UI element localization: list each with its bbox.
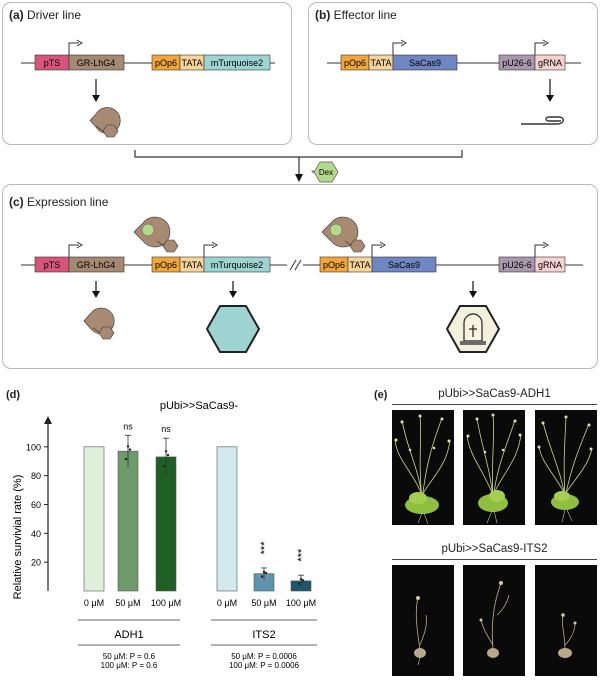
category-label: 50 μM [251, 598, 276, 608]
data-point [162, 465, 166, 468]
pop6-label-2: pOp6 [323, 260, 345, 270]
y-tick-label: 80 [31, 471, 41, 481]
promoter-arrow-2 [534, 42, 545, 55]
bound-activator-icon-2 [321, 216, 366, 253]
data-point [164, 450, 168, 453]
pop6-label: pOp6 [344, 58, 366, 68]
category-label: 50 μM [115, 598, 140, 608]
bound-activator-icon-1 [133, 216, 179, 253]
panel-c-expression-line: (c) Expression line pTS GR-LhG4 pOp6 TAT… [2, 184, 598, 369]
pts-label: pTS [44, 58, 61, 68]
data-point [264, 571, 268, 575]
data-point [126, 445, 130, 448]
category-label: 0 μM [217, 598, 237, 608]
grna-icon [521, 116, 564, 125]
panel-a-driver-line: (a) Driver line pTS GR-LhG4 pOp6 TATA mT… [2, 2, 292, 145]
significance-label: *** [259, 541, 271, 555]
promoter-arrow [392, 42, 403, 55]
adh1-plant-photo-2 [463, 410, 525, 525]
dex-label: Dex [319, 168, 333, 177]
panel-b-title: (b) Effector line [315, 8, 397, 22]
category-label: 100 μM [151, 598, 181, 608]
category-label: 100 μM [286, 598, 316, 608]
data-point [299, 577, 303, 581]
sacas9-label: SaCas9 [409, 58, 441, 68]
data-point [301, 579, 305, 582]
adh1-plant-photo-3 [535, 410, 597, 525]
p-value-text: 50 μM: P = 0.0006 [231, 652, 297, 661]
grna-label: gRNA [538, 260, 562, 270]
tata-label: TATA [371, 58, 392, 68]
mturquoise-fluorescence-hexagon [205, 305, 261, 353]
mturq-box [203, 54, 271, 71]
bar [83, 446, 105, 592]
mturq-label: mTurquoise2 [211, 260, 263, 270]
gr-lhg4-protein-icon [83, 307, 115, 340]
survival-bar-chart: pUbi>>SaCas9- Relative survivial rate (%… [12, 400, 317, 670]
grlhg4-label: GR-LhG4 [77, 260, 116, 270]
driver-construct-diagram: pTS GR-LhG4 pOp6 TATA mTurquoise2 [21, 39, 275, 138]
significance-label: *** [296, 548, 308, 562]
its2-plant-photo-3 [535, 565, 597, 676]
y-tick-label: 100 [26, 442, 41, 452]
its2-plant-photo-1 [392, 565, 454, 676]
significance-label: ns [161, 424, 171, 434]
promoter-arrow [68, 42, 79, 55]
its2-plant-photo-2 [463, 565, 525, 676]
panel-c-title: (c) Expression line [9, 195, 109, 209]
data-point [260, 575, 264, 578]
panel-b-effector-line: (b) Effector line pOp6 TATA SaCas9 pU26-… [308, 2, 598, 145]
mturq-label: mTurquoise2 [211, 58, 263, 68]
p-value-text: 100 μM: P = 0.6 [101, 661, 158, 670]
y-tick-label: 60 [31, 500, 41, 510]
its2-photo-title: pUbi>>SaCas9-ITS2 [441, 543, 548, 555]
pu26-label: pU26-6 [502, 58, 532, 68]
pts-label: pTS [44, 260, 61, 270]
adh1-plant-photo-1 [392, 410, 454, 525]
adh1-photo-title: pUbi>>SaCas9-ADH1 [438, 388, 551, 400]
data-point [124, 457, 128, 461]
group-name: ITS2 [252, 629, 275, 641]
y-axis-arrow [44, 416, 52, 424]
panel-connector: + Dex [134, 150, 463, 183]
hexagon-icon [102, 124, 119, 138]
bar [155, 456, 177, 592]
data-point [262, 570, 266, 574]
y-axis-label: Relative survivial rate (%) [12, 475, 24, 600]
pu26-label: pU26-6 [502, 260, 532, 270]
panel-e-label: (e) [374, 389, 388, 401]
grlhg4-box [68, 54, 125, 71]
p-value-text: 100 μM: P = 0.0006 [229, 661, 300, 670]
grna-box [534, 54, 566, 71]
sacas9-label: SaCas9 [388, 260, 420, 270]
grlhg4-label: GR-LhG4 [77, 58, 116, 68]
y-tick-label: 20 [31, 558, 41, 568]
significance-label: ns [123, 421, 133, 431]
y-tick-label: 40 [31, 529, 41, 539]
group-name: ADH1 [114, 629, 143, 641]
category-label: 0 μM [84, 598, 104, 608]
chart-title: pUbi>>SaCas9- [160, 400, 239, 412]
tata-label: TATA [182, 260, 203, 270]
pop6-label: pOp6 [155, 58, 177, 68]
data-point [166, 453, 170, 457]
effector-construct-diagram: pOp6 TATA SaCas9 pU26-6 gRNA [327, 39, 581, 125]
grna-label: gRNA [538, 58, 562, 68]
dex-hexagon [313, 161, 339, 183]
sacas9-box [392, 54, 458, 71]
expression-construct-diagram: pTS GR-LhG4 pOp6 TATA mTurquoise2 pOp6 T… [21, 216, 583, 353]
data-point [297, 582, 301, 585]
data-point [128, 448, 132, 451]
plus-sign: + [311, 169, 315, 176]
grave-base [460, 341, 486, 345]
bar [216, 446, 238, 592]
bar [117, 450, 139, 592]
pop6-label: pOp6 [155, 260, 177, 270]
panel-d-label: (d) [6, 389, 21, 401]
p-value-text: 50 μM: P = 0.6 [103, 652, 156, 661]
tata-label: TATA [182, 58, 203, 68]
tata-label-2: TATA [350, 260, 371, 270]
panel-a-title: (a) Driver line [9, 8, 82, 22]
